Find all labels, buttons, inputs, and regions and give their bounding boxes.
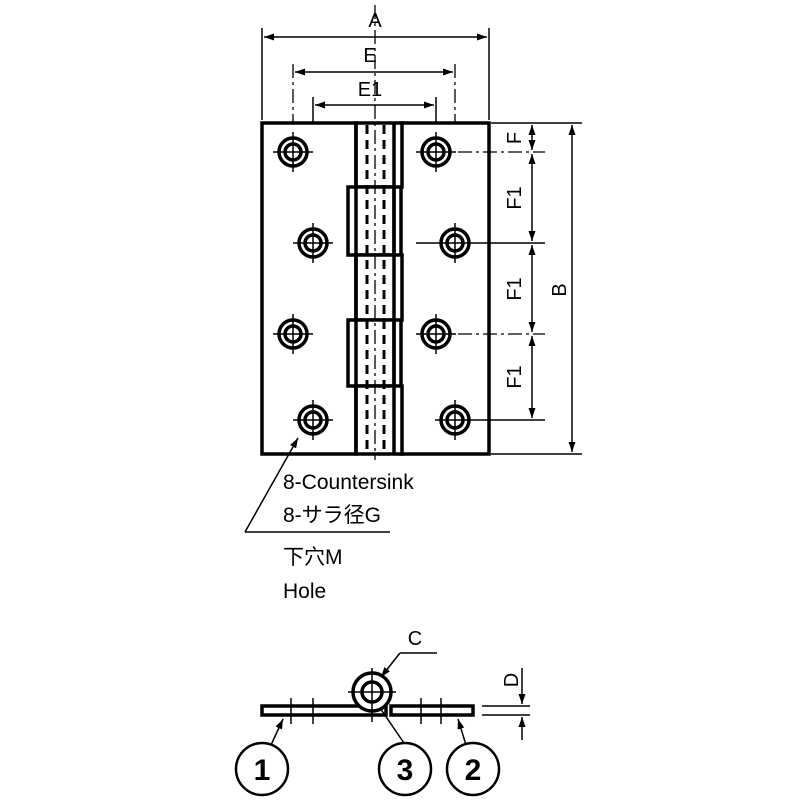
countersink-note-en: 8-Countersink xyxy=(283,471,414,494)
countersink-note-jp: 8-サラ径G xyxy=(283,504,381,527)
hole xyxy=(416,223,475,263)
dimension-c-label: C xyxy=(408,628,422,650)
dimension-e1-label: E1 xyxy=(358,79,382,101)
dimension-b: B xyxy=(549,125,576,452)
dimension-f1-label: F1 xyxy=(504,277,526,300)
callout-circle-2 xyxy=(445,741,501,797)
part-number-1: 1 xyxy=(254,754,271,787)
part-number-2: 2 xyxy=(465,754,482,787)
callout-circle-3 xyxy=(377,741,433,797)
hinge-plan-view xyxy=(260,5,491,460)
dimension-f-f1: F F1 F1 F1 xyxy=(458,122,582,455)
dimension-a-label: A xyxy=(368,10,382,32)
leaf-right xyxy=(399,121,491,456)
hole xyxy=(416,314,456,354)
countersink-holes xyxy=(273,132,475,440)
dimension-d-label: D xyxy=(501,673,523,687)
hole-note-jp: 下穴M xyxy=(283,546,343,569)
side-leaf-left xyxy=(260,704,388,717)
side-leaf-right xyxy=(389,704,475,717)
hinge-side-view: C D xyxy=(260,628,530,740)
part-callouts: 1 3 2 xyxy=(234,707,501,797)
callout-circle-1 xyxy=(234,741,290,797)
hole xyxy=(293,223,333,263)
dimension-f1-label: F1 xyxy=(504,365,526,388)
hole-note: 8-Countersink 8-サラ径G 下穴M Hole xyxy=(244,437,414,603)
leaf-left xyxy=(260,121,358,456)
hole xyxy=(416,132,456,172)
hole xyxy=(273,314,313,354)
hole-note-en: Hole xyxy=(283,580,326,603)
dimension-f1-label: F1 xyxy=(504,186,526,209)
dimension-e-label: E xyxy=(363,45,376,67)
part-number-3: 3 xyxy=(397,754,414,787)
hole xyxy=(293,400,333,440)
dimension-f-label: F xyxy=(504,132,526,144)
hole xyxy=(435,400,475,440)
hole xyxy=(273,132,313,172)
dimension-b-label: B xyxy=(549,283,571,296)
